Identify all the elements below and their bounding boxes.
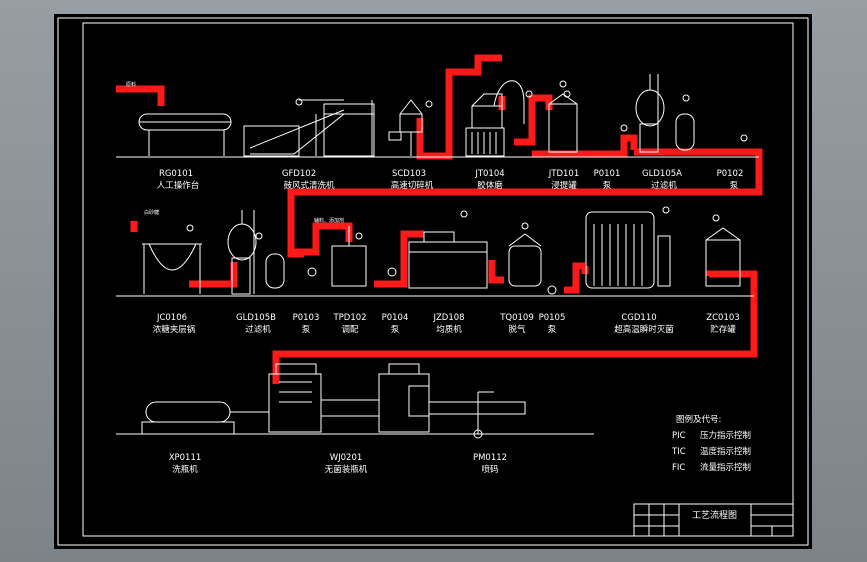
label-tpd102-name: 调配 bbox=[341, 325, 359, 335]
label-wj0201-name: 无菌装瓶机 bbox=[325, 464, 368, 475]
label-wj0201-code: WJ0201 bbox=[330, 453, 363, 463]
label-jtd101-name: 浸提罐 bbox=[551, 180, 577, 191]
label-jt0104-name: 胶体磨 bbox=[477, 180, 503, 191]
legend-desc-fic: 流量指示控制 bbox=[700, 462, 751, 473]
label-zc0103-name: 贮存罐 bbox=[710, 324, 736, 335]
legend-desc-pic: 压力指示控制 bbox=[700, 430, 751, 441]
label-p0104-code: P0104 bbox=[382, 313, 409, 323]
row2-equipment: 白砂糖 辅料、添加剂 bbox=[116, 206, 754, 297]
legend-desc-tic: 温度指示控制 bbox=[700, 446, 751, 457]
label-xp0111-name: 洗瓶机 bbox=[172, 464, 198, 475]
legend-title: 图例及代号: bbox=[676, 414, 721, 425]
label-gld105a-code: GLD105A bbox=[642, 169, 682, 179]
label-rg0101-name: 人工操作台 bbox=[157, 180, 200, 191]
mill-jt0104 bbox=[465, 80, 525, 157]
label-gld105a-name: 过滤机 bbox=[651, 180, 677, 191]
row1-gauges bbox=[295, 90, 748, 142]
legend-code-pic: PIC bbox=[672, 431, 686, 441]
deaerator-tq0109 bbox=[508, 222, 542, 287]
label-p0101-code: P0101 bbox=[594, 169, 621, 179]
title-block: 工艺流程图 bbox=[633, 503, 794, 537]
filter-gld105a bbox=[635, 74, 695, 153]
label-jc0106-name: 浓糖夹层锅 bbox=[153, 324, 196, 335]
label-scd103-name: 高速切碎机 bbox=[391, 180, 434, 191]
label-gfd102-code: GFD102 bbox=[282, 169, 316, 179]
row3-labels: XP0111 洗瓶机 WJ0201 无菌装瓶机 PM0112 喷码 bbox=[169, 453, 507, 475]
drawing-sheet: 原料 bbox=[54, 14, 812, 549]
label-p0101-name: 泵 bbox=[603, 181, 612, 191]
label-zc0103-code: ZC0103 bbox=[706, 313, 739, 323]
label-jc0106-code: JC0106 bbox=[156, 313, 187, 323]
legend-code-tic: TIC bbox=[671, 447, 686, 457]
kettle-jc0106 bbox=[142, 224, 202, 294]
label-p0105-code: P0105 bbox=[539, 313, 566, 323]
label-gfd102-name: 鼓风式清洗机 bbox=[283, 180, 335, 191]
label-p0103-code: P0103 bbox=[293, 313, 320, 323]
label-xp0111-code: XP0111 bbox=[169, 453, 202, 463]
label-gld105b-code: GLD105B bbox=[236, 313, 276, 323]
label-jzd108-name: 均质机 bbox=[436, 324, 462, 335]
label-jtd101-code: JTD101 bbox=[548, 169, 579, 179]
process-flow-diagram: 原料 bbox=[57, 17, 809, 546]
mixer-tpd102: 辅料、添加剂 bbox=[314, 217, 367, 287]
coder-pm0112 bbox=[428, 391, 526, 439]
row1-equipment: 原料 bbox=[116, 74, 759, 158]
storage-zc0103 bbox=[705, 214, 741, 287]
label-rg0101-code: RG0101 bbox=[159, 169, 193, 179]
svg-text:白砂糖: 白砂糖 bbox=[144, 209, 159, 216]
inner-frame bbox=[82, 22, 794, 537]
label-jt0104-code: JT0104 bbox=[474, 169, 504, 179]
row3-equipment bbox=[116, 363, 594, 439]
filler-wj0201 bbox=[268, 363, 430, 433]
washer-gfd102 bbox=[243, 99, 375, 157]
label-p0104-name: 泵 bbox=[391, 325, 400, 335]
label-scd103-code: SCD103 bbox=[392, 169, 426, 179]
outer-frame bbox=[57, 17, 809, 546]
label-gld105b-name: 过滤机 bbox=[245, 324, 271, 335]
svg-text:辅料、添加剂: 辅料、添加剂 bbox=[314, 217, 344, 224]
title-block-title: 工艺流程图 bbox=[692, 509, 737, 521]
label-tq0109-code: TQ0109 bbox=[499, 313, 534, 323]
row2-labels: JC0106 浓糖夹层锅 GLD105B 过滤机 P0103 泵 TPD102 … bbox=[153, 313, 740, 335]
label-p0103-name: 泵 bbox=[302, 325, 311, 335]
label-p0102-name: 泵 bbox=[730, 181, 739, 191]
label-pm0112-code: PM0112 bbox=[473, 453, 507, 463]
label-pm0112-name: 喷码 bbox=[481, 464, 498, 475]
conveyor-rg0101 bbox=[138, 113, 232, 156]
washer-xp0111 bbox=[141, 401, 269, 435]
label-tq0109-name: 脱气 bbox=[508, 324, 526, 335]
cutter-scd103 bbox=[388, 99, 433, 156]
label-p0102-code: P0102 bbox=[717, 169, 744, 179]
label-tpd102-code: TPD102 bbox=[332, 313, 366, 323]
svg-text:原料: 原料 bbox=[126, 81, 136, 88]
label-jzd108-code: JZD108 bbox=[432, 313, 464, 323]
label-p0105-name: 泵 bbox=[548, 325, 557, 335]
tank-jtd101 bbox=[548, 80, 578, 153]
homogenizer-jzd108 bbox=[408, 210, 488, 289]
row1-labels: RG0101 人工操作台 GFD102 鼓风式清洗机 SCD103 高速切碎机 … bbox=[157, 169, 744, 191]
label-cgd110-name: 超高温瞬时灭菌 bbox=[614, 324, 674, 335]
uht-cgd110 bbox=[585, 206, 671, 289]
filter-gld105b bbox=[227, 210, 285, 295]
legend: 图例及代号: PIC 压力指示控制 TIC 温度指示控制 FIC 流量指示控制 bbox=[671, 414, 751, 473]
process-pipes bbox=[116, 54, 763, 384]
label-cgd110-code: CGD110 bbox=[621, 313, 656, 323]
legend-code-fic: FIC bbox=[672, 463, 685, 473]
